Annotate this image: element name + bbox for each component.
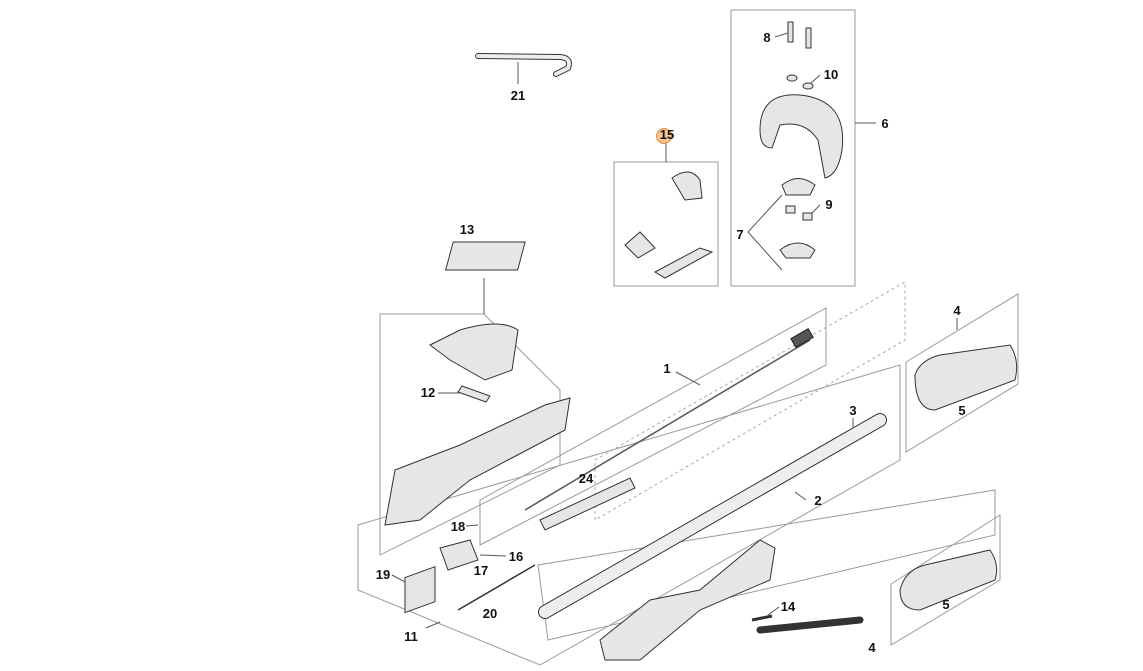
callout-1[interactable]: 1: [663, 361, 670, 376]
part-15-lever: [653, 247, 714, 279]
grip-frame-bottom: [890, 514, 1001, 646]
callout-15[interactable]: 15: [660, 127, 674, 142]
callout-13[interactable]: 13: [460, 222, 474, 237]
part-1-cable: [524, 339, 811, 511]
callout-6[interactable]: 6: [881, 116, 888, 131]
dashed-outline: [594, 281, 906, 521]
handle-kit-frame: [730, 9, 856, 287]
part-10-washer: [802, 82, 814, 90]
callout-4[interactable]: 4: [953, 303, 961, 318]
callout-12[interactable]: 12: [421, 385, 435, 400]
shaft-frame: [357, 364, 901, 666]
leader-lines: [391, 32, 958, 629]
part-16-switch-holder: [439, 539, 479, 571]
callout-18[interactable]: 18: [451, 519, 465, 534]
part-4-tube: [756, 616, 864, 634]
part-10-washer: [786, 74, 798, 82]
callout-3[interactable]: 3: [849, 403, 856, 418]
callout-20[interactable]: 20: [483, 606, 497, 621]
housing-cover: [429, 323, 519, 381]
part-1-connector: [790, 327, 814, 349]
part-7-clamp: [779, 242, 816, 259]
callout-10[interactable]: 10: [824, 67, 838, 82]
part-7-clamp: [781, 178, 816, 196]
housing-half: [384, 397, 571, 526]
callout-4b[interactable]: 4: [868, 640, 876, 655]
callout-labels: 21 8 10 6 15 9 7 13 4 1 12 3 5 2 24 18 1…: [376, 30, 966, 655]
part-4-grip-bottom: [899, 549, 998, 611]
callout-16[interactable]: 16: [509, 549, 523, 564]
cable-frame: [479, 307, 827, 546]
callout-11[interactable]: 11: [404, 629, 418, 644]
part-9-nut: [802, 212, 813, 221]
callout-17[interactable]: 17: [474, 563, 488, 578]
callout-2[interactable]: 2: [814, 493, 821, 508]
highlight-marker[interactable]: [656, 128, 672, 144]
part-6-loop-handle: [759, 94, 844, 179]
part-24-bracket: [539, 477, 636, 531]
grip-frame-top: [905, 293, 1019, 453]
part-15-trigger: [624, 231, 656, 259]
callout-9[interactable]: 9: [825, 197, 832, 212]
callout-19[interactable]: 19: [376, 567, 390, 582]
part-9-nut: [785, 205, 796, 214]
part-13-decal: [445, 241, 526, 271]
part-20-rod: [457, 564, 536, 611]
callout-7[interactable]: 7: [736, 227, 743, 242]
callout-14[interactable]: 14: [781, 599, 796, 614]
part-8-screw: [787, 21, 794, 43]
part-8-screw: [805, 27, 812, 49]
callout-21[interactable]: 21: [511, 88, 525, 103]
part-19-switch: [404, 565, 436, 614]
part-14-screw: [751, 614, 773, 622]
part-15-trigger-housing: [671, 171, 703, 201]
callout-24[interactable]: 24: [579, 471, 594, 486]
part-4-grip-top: [914, 344, 1018, 411]
lower-housing: [599, 539, 776, 661]
part-12-spring: [457, 385, 491, 403]
callout-5b[interactable]: 5: [942, 597, 949, 612]
callout-8[interactable]: 8: [763, 30, 770, 45]
callout-5[interactable]: 5: [958, 403, 965, 418]
